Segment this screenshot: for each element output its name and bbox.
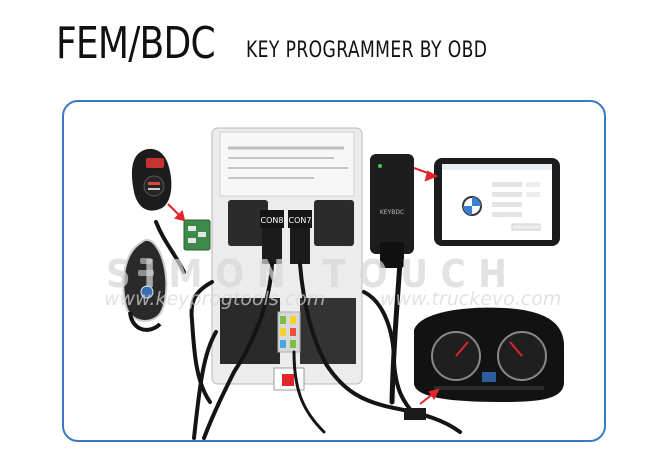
- connector-con7-label: CON7: [289, 216, 312, 225]
- page-subtitle: KEY PROGRAMMER BY OBD: [246, 38, 488, 63]
- instrument-cluster: [414, 307, 564, 402]
- tablet: [434, 158, 560, 246]
- car-key-fob: [122, 238, 168, 332]
- fem-bdc-module: [211, 127, 363, 391]
- connector-con8-label: CON8: [261, 216, 284, 225]
- cable-connector: [404, 408, 426, 420]
- connection-arrows: [167, 167, 440, 405]
- product-illustration: CON8 CON7: [122, 127, 564, 440]
- obd-dongle-label: KEYBDC: [380, 209, 404, 216]
- start-stop-button: [131, 148, 172, 211]
- obd-dongle: KEYBDC: [370, 154, 414, 268]
- page-title: FEM/BDC: [56, 18, 216, 69]
- connector-con7: CON7: [288, 210, 312, 264]
- product-photo-frame: CON8 CON7: [62, 100, 606, 442]
- adapter-board: [183, 219, 211, 251]
- connector-con8: CON8: [260, 210, 284, 264]
